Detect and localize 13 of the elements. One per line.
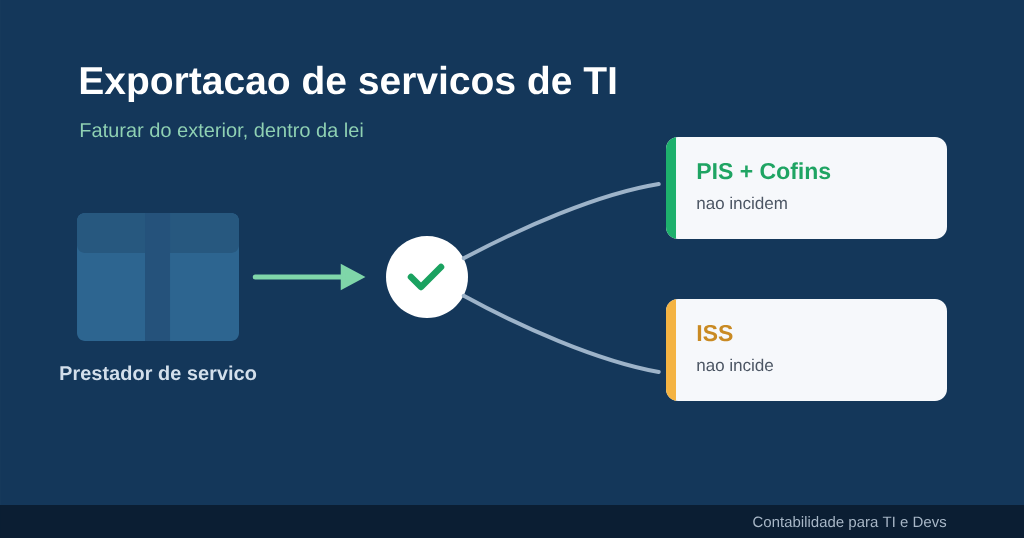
card-text: nao incide <box>697 358 773 372</box>
connector-line <box>461 293 661 374</box>
title: Exportacao de servicos de TI <box>80 65 616 103</box>
package-illustration <box>77 213 239 341</box>
info-card <box>666 299 947 401</box>
footer-text: Contabilidade para TI e Devs <box>753 516 947 531</box>
subtitle: Faturar do exterior, dentro da lei <box>80 122 363 140</box>
info-card <box>666 137 947 239</box>
connector-line <box>461 182 661 261</box>
node-caption: Prestador de servico <box>60 365 257 381</box>
card-text: nao incidem <box>697 196 787 210</box>
card-heading: PIS + Cofins <box>697 162 831 180</box>
card-heading: ISS <box>697 324 733 342</box>
